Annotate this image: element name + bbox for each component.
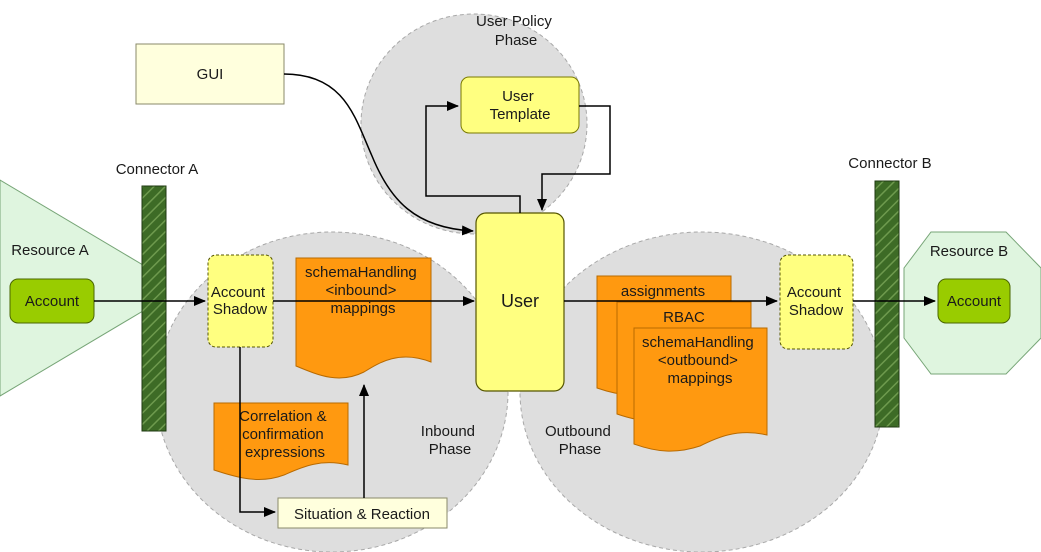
- account-shadow-right[interactable]: [779, 254, 854, 350]
- user-label: User: [501, 291, 539, 311]
- connector-a-label: Connector A: [116, 161, 199, 178]
- resource-b-account-label: Account: [947, 293, 1002, 310]
- account-shadow-left[interactable]: [207, 254, 274, 348]
- user-template-box[interactable]: [460, 76, 580, 134]
- gui-box[interactable]: [135, 43, 285, 105]
- gui-label: GUI: [197, 66, 224, 83]
- account-shadow-right-label: Account Shadow: [787, 284, 845, 319]
- inbound-phase-label: Inbound Phase: [421, 423, 479, 458]
- schema-inbound-doc: [295, 257, 432, 379]
- resource-b-label: Resource B: [930, 243, 1008, 260]
- user-template-label: User Template: [490, 88, 551, 123]
- connector-b-label: Connector B: [848, 155, 931, 172]
- resource-a-label: Resource A: [11, 242, 89, 259]
- rbac-label: RBAC: [663, 309, 705, 326]
- resource-b-account[interactable]: [937, 278, 1011, 324]
- arrow-shadow-to-situation: [239, 347, 276, 517]
- schema-outbound-label: schemaHandling <outbound> mappings: [642, 334, 758, 387]
- user-policy-phase-label: User Policy Phase: [476, 13, 556, 49]
- flow-arrows: [94, 73, 936, 517]
- schema-outbound-doc: [633, 327, 768, 452]
- connector-a: [141, 185, 167, 432]
- assignments-label: assignments: [621, 283, 705, 300]
- arrow-user-to-template: [425, 101, 521, 213]
- arrow-gui-to-user: [283, 73, 474, 236]
- correlation-label: Correlation & confirmation expressions: [239, 408, 331, 461]
- connector-b: [874, 180, 900, 428]
- outbound-phase-label: Outbound Phase: [545, 423, 615, 458]
- situation-reaction-label: Situation & Reaction: [294, 506, 430, 523]
- correlation-doc: [213, 402, 349, 480]
- account-shadow-left-label: Account Shadow: [211, 284, 269, 318]
- arrow-template-to-user: [537, 105, 611, 211]
- schema-inbound-label: schemaHandling <inbound> mappings: [305, 264, 421, 317]
- situation-reaction-box[interactable]: [277, 497, 448, 529]
- resource-a-account-label: Account: [25, 293, 80, 310]
